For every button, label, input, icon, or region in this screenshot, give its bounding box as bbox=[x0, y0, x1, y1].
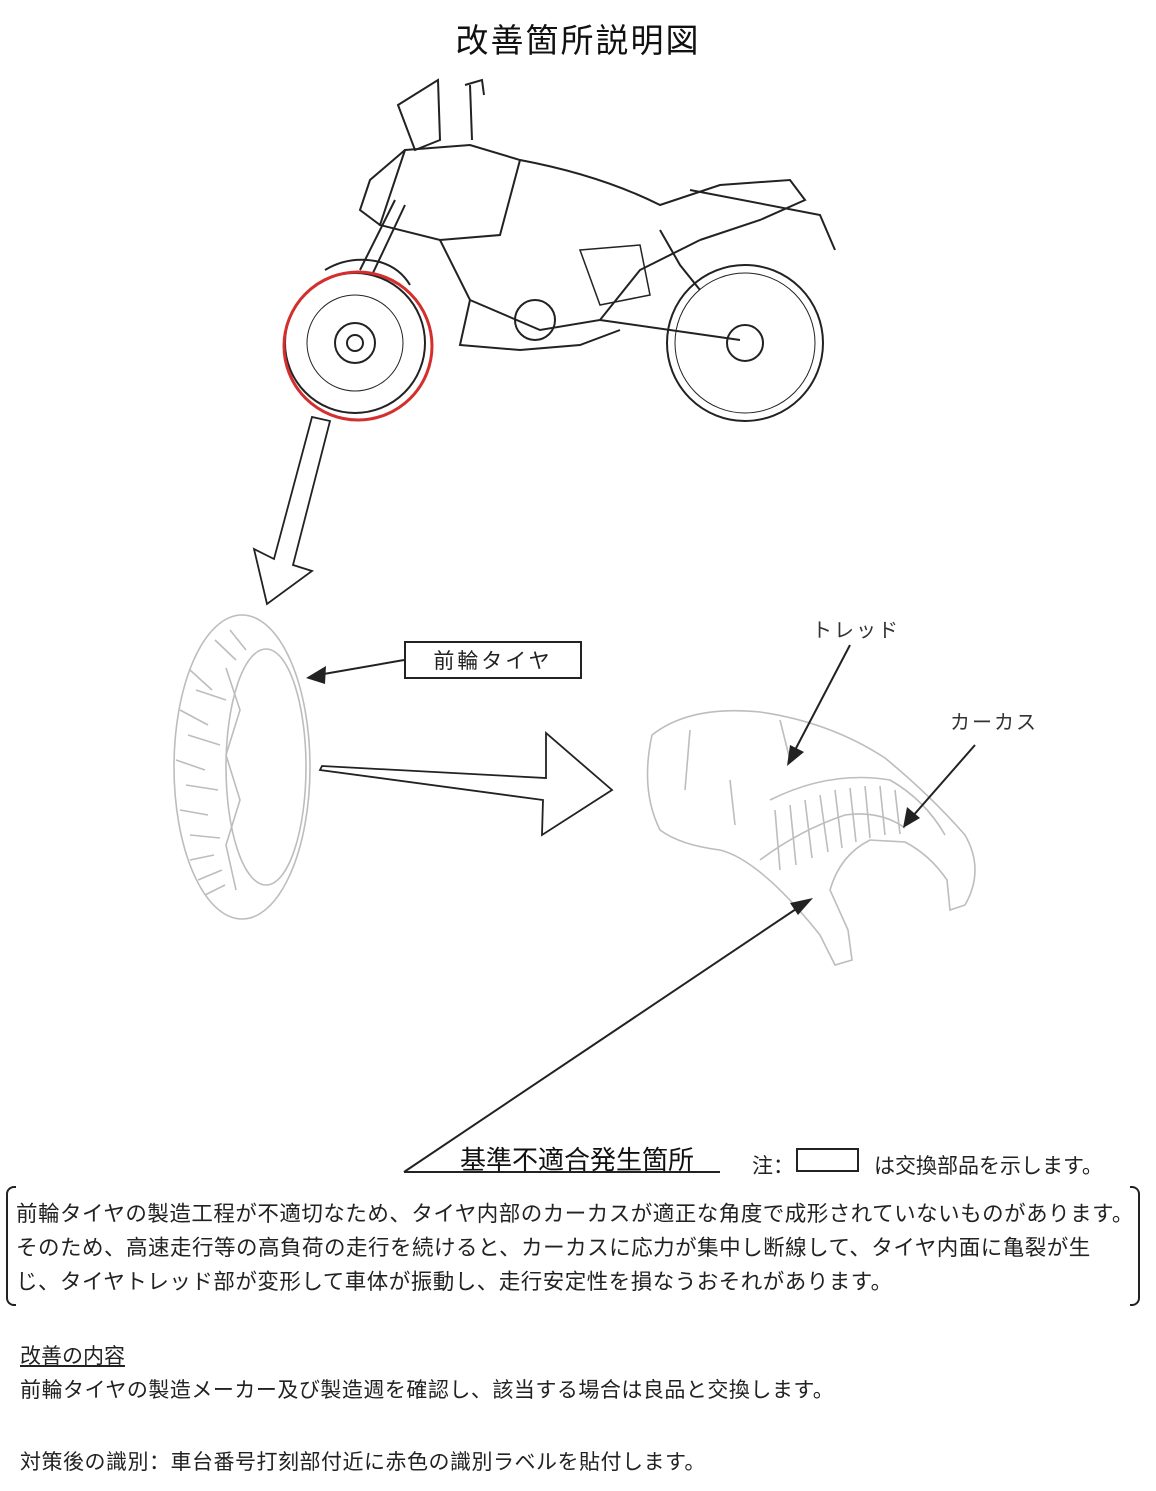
replacement-part-legend-box bbox=[796, 1148, 859, 1172]
description-bracket-right bbox=[1130, 1186, 1140, 1306]
hollow-arrow-right bbox=[318, 731, 614, 837]
tire-illustration bbox=[173, 614, 311, 920]
tread-label: トレッド bbox=[812, 618, 900, 642]
identification-text: 対策後の識別：車台番号打刻部付近に赤色の識別ラベルを貼付します。 bbox=[20, 1450, 706, 1474]
note-suffix: は交換部品を示します。 bbox=[874, 1154, 1103, 1178]
defect-description: 前輪タイヤの製造工程が不適切なため、タイヤ内部のカーカスが適正な角度で成形されて… bbox=[16, 1202, 1134, 1295]
carcass-cutaway-illustration bbox=[646, 709, 976, 966]
highlight-circle bbox=[282, 270, 434, 422]
note-prefix: 注： bbox=[752, 1154, 794, 1178]
improvement-text: 前輪タイヤの製造メーカー及び製造週を確認し、該当する場合は良品と交換します。 bbox=[20, 1378, 835, 1402]
motorcycle-illustration bbox=[284, 78, 836, 422]
front-tire-label: 前輪タイヤ bbox=[404, 641, 582, 679]
defect-location-heading: 基準不適合発生箇所 bbox=[460, 1146, 695, 1176]
pointer-lines bbox=[306, 644, 976, 1173]
description-bracket-left bbox=[6, 1186, 16, 1306]
hollow-arrow-down bbox=[252, 415, 332, 606]
improvement-title: 改善の内容 bbox=[20, 1344, 125, 1368]
page-title: 改善箇所説明図 bbox=[455, 21, 701, 60]
carcass-label: カーカス bbox=[950, 710, 1038, 734]
